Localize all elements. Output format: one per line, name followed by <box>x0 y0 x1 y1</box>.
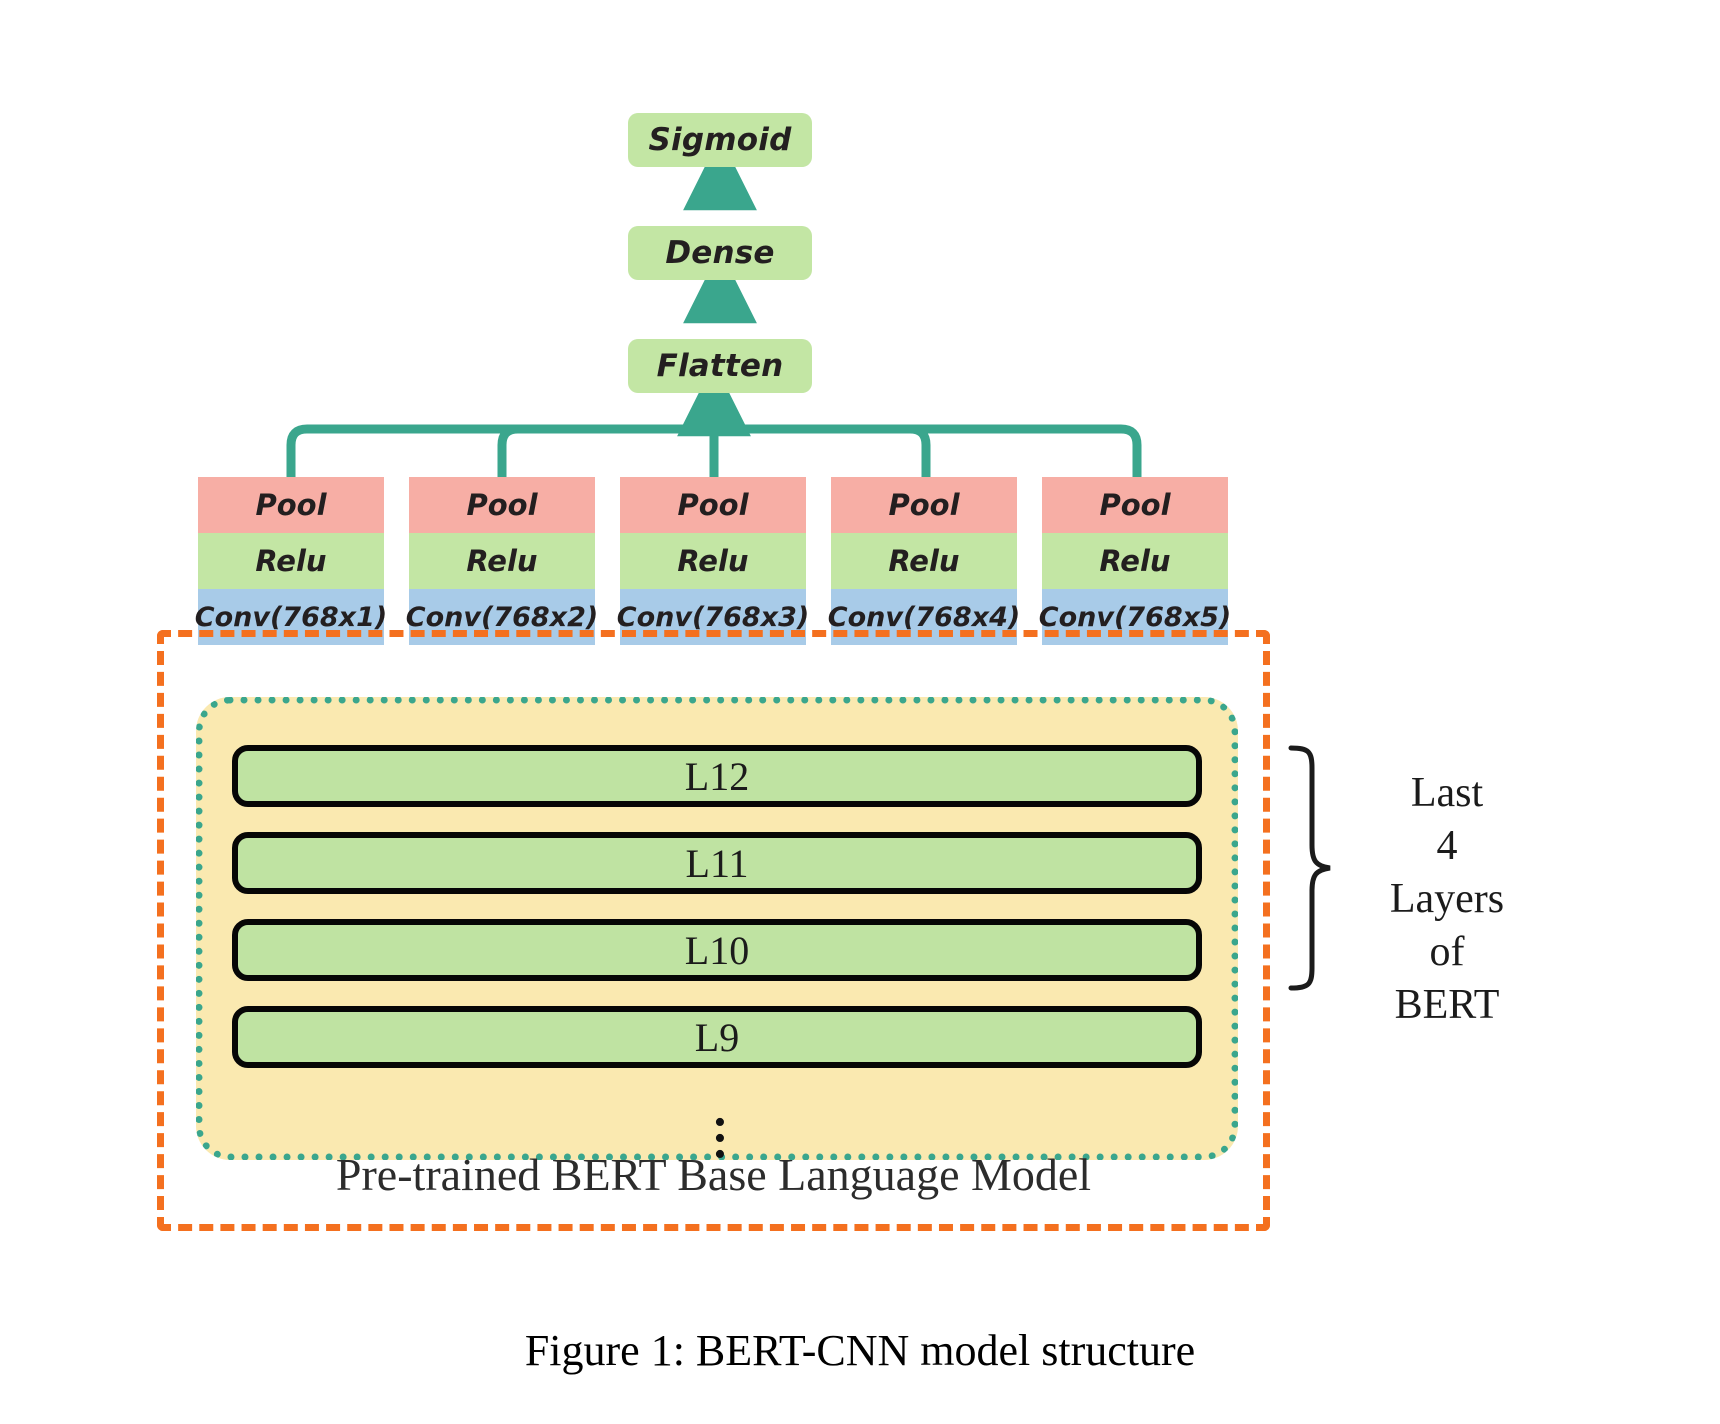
last-4-layers-annotation: Last 4 Layers of BERT <box>1352 767 1542 1032</box>
flatten-box: Flatten <box>628 339 812 393</box>
sigmoid-box: Sigmoid <box>628 113 812 167</box>
pool-cell: Pool <box>831 477 1017 533</box>
annotation-line: BERT <box>1394 982 1500 1028</box>
ellipsis-dot: • <box>714 1120 726 1157</box>
vertical-ellipsis-icon: • • • <box>700 1104 740 1173</box>
bert-model-title: Pre-trained BERT Base Language Model <box>335 1149 1092 1200</box>
pool-cell: Pool <box>198 477 384 533</box>
bert-outer-dashed-region <box>157 630 1270 1231</box>
ellipsis-dot: • <box>714 1104 726 1141</box>
bert-layer-box: L9 <box>232 1006 1202 1068</box>
figure-caption: Figure 1: BERT-CNN model structure <box>524 1326 1196 1375</box>
ellipsis-dot: • <box>714 1136 726 1173</box>
cnn-branch-4: Pool Relu Conv(768x4) <box>828 477 1020 645</box>
relu-cell: Relu <box>198 533 384 589</box>
merge-drop-4 <box>905 424 931 482</box>
merge-bus <box>286 424 1142 482</box>
curly-brace <box>1288 745 1331 991</box>
cnn-branch-1: Pool Relu Conv(768x1) <box>195 477 387 645</box>
pool-cell: Pool <box>620 477 806 533</box>
annotation-line: Last <box>1410 770 1484 816</box>
annotation-line: Layers <box>1389 876 1505 922</box>
relu-cell: Relu <box>831 533 1017 589</box>
pool-cell: Pool <box>409 477 595 533</box>
merge-drop-2 <box>497 424 523 482</box>
relu-cell: Relu <box>1042 533 1228 589</box>
annotation-line: 4 <box>1436 823 1458 869</box>
relu-cell: Relu <box>620 533 806 589</box>
cnn-branch-5: Pool Relu Conv(768x5) <box>1039 477 1231 645</box>
dense-box: Dense <box>628 226 812 280</box>
bert-layer-box: L12 <box>232 745 1202 807</box>
bert-layer-box: L10 <box>232 919 1202 981</box>
relu-cell: Relu <box>409 533 595 589</box>
annotation-line: of <box>1429 929 1465 975</box>
bert-layer-box: L11 <box>232 832 1202 894</box>
pool-cell: Pool <box>1042 477 1228 533</box>
cnn-branch-2: Pool Relu Conv(768x2) <box>406 477 598 645</box>
cnn-branch-3: Pool Relu Conv(768x3) <box>617 477 809 645</box>
